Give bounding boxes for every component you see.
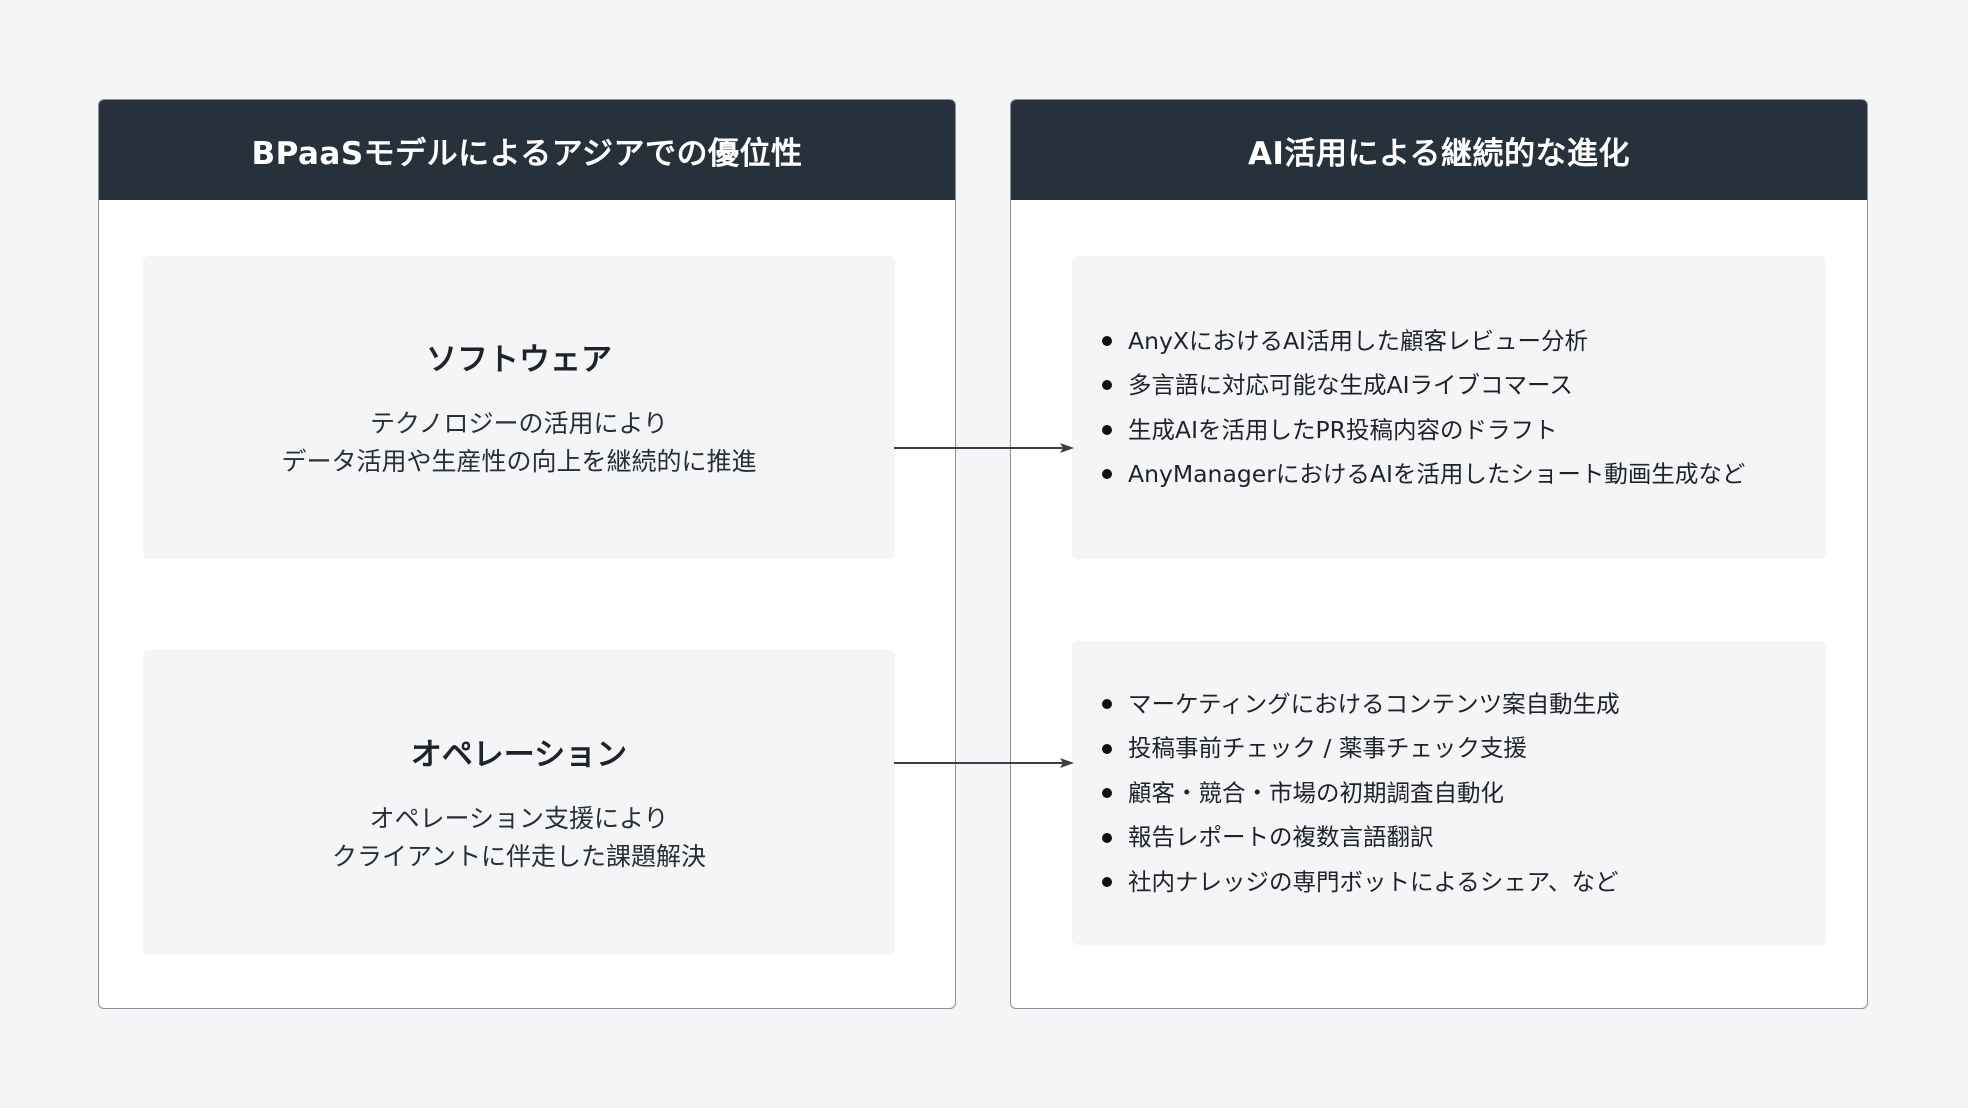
bullet-icon	[1102, 832, 1112, 843]
bullet-icon	[1102, 788, 1112, 798]
list-item: 顧客・競合・市場の初期調査自動化	[1102, 771, 1826, 816]
list-item: マーケティングにおけるコンテンツ案自動生成	[1102, 682, 1826, 727]
list-item-text: 生成AIを活用したPR投稿内容のドラフト	[1128, 415, 1558, 444]
bullet-icon	[1102, 877, 1112, 887]
list-item: 社内ナレッジの専門ボットによるシェア、など	[1102, 860, 1826, 905]
list-item-text: AnyManagerにおけるAIを活用したショート動画生成など	[1128, 460, 1746, 488]
software-box: ソフトウェア テクノロジーの活用により データ活用や生産性の向上を継続的に推進	[143, 256, 895, 559]
list-item: AnyManagerにおけるAIを活用したショート動画生成など	[1102, 452, 1826, 497]
list-item: AnyXにおけるAI活用した顧客レビュー分析	[1102, 319, 1826, 364]
right-panel: AI活用による継続的な進化 AnyXにおけるAI活用した顧客レビュー分析 多言語…	[1010, 99, 1868, 1009]
bullet-icon	[1102, 469, 1112, 480]
bullet-icon	[1102, 743, 1112, 754]
bullet-icon	[1102, 335, 1112, 346]
list-item: 投稿事前チェック / 薬事チェック支援	[1102, 726, 1826, 771]
list-item-text: 社内ナレッジの専門ボットによるシェア、など	[1128, 867, 1619, 896]
bullet-icon	[1102, 380, 1112, 391]
operation-box: オペレーション オペレーション支援により クライアントに伴走した課題解決	[143, 650, 895, 955]
list-item-text: 顧客・競合・市場の初期調査自動化	[1128, 778, 1504, 807]
software-desc-line1: テクノロジーの活用により	[369, 409, 668, 438]
software-ai-box: AnyXにおけるAI活用した顧客レビュー分析 多言語に対応可能な生成AIライブコ…	[1072, 256, 1826, 559]
list-item-text: 投稿事前チェック / 薬事チェック支援	[1128, 734, 1527, 763]
operation-title: オペレーション	[410, 737, 628, 773]
operation-desc-line2: クライアントに伴走した課題解決	[331, 842, 706, 871]
bullet-icon	[1102, 424, 1112, 435]
bullet-icon	[1102, 699, 1112, 709]
list-item-text: マーケティングにおけるコンテンツ案自動生成	[1128, 689, 1620, 718]
list-item: 報告レポートの複数言語翻訳	[1102, 815, 1826, 860]
operation-ai-box: マーケティングにおけるコンテンツ案自動生成 投稿事前チェック / 薬事チェック支…	[1072, 641, 1826, 945]
list-item-text: AnyXにおけるAI活用した顧客レビュー分析	[1128, 326, 1588, 355]
right-panel-title: AI活用による継続的な進化	[1011, 100, 1867, 200]
software-desc-line2: データ活用や生産性の向上を継続的に推進	[281, 447, 757, 476]
list-item: 生成AIを活用したPR投稿内容のドラフト	[1102, 408, 1826, 453]
list-item-text: 多言語に対応可能な生成AIライブコマース	[1128, 371, 1573, 399]
left-panel-title: BPaaSモデルによるアジアでの優位性	[99, 100, 955, 200]
list-item-text: 報告レポートの複数言語翻訳	[1128, 823, 1434, 852]
list-item: 多言語に対応可能な生成AIライブコマース	[1102, 363, 1826, 408]
left-panel: BPaaSモデルによるアジアでの優位性 ソフトウェア テクノロジーの活用により …	[98, 99, 956, 1009]
software-title: ソフトウェア	[426, 342, 612, 378]
operation-desc-line1: オペレーション支援により	[369, 804, 669, 833]
